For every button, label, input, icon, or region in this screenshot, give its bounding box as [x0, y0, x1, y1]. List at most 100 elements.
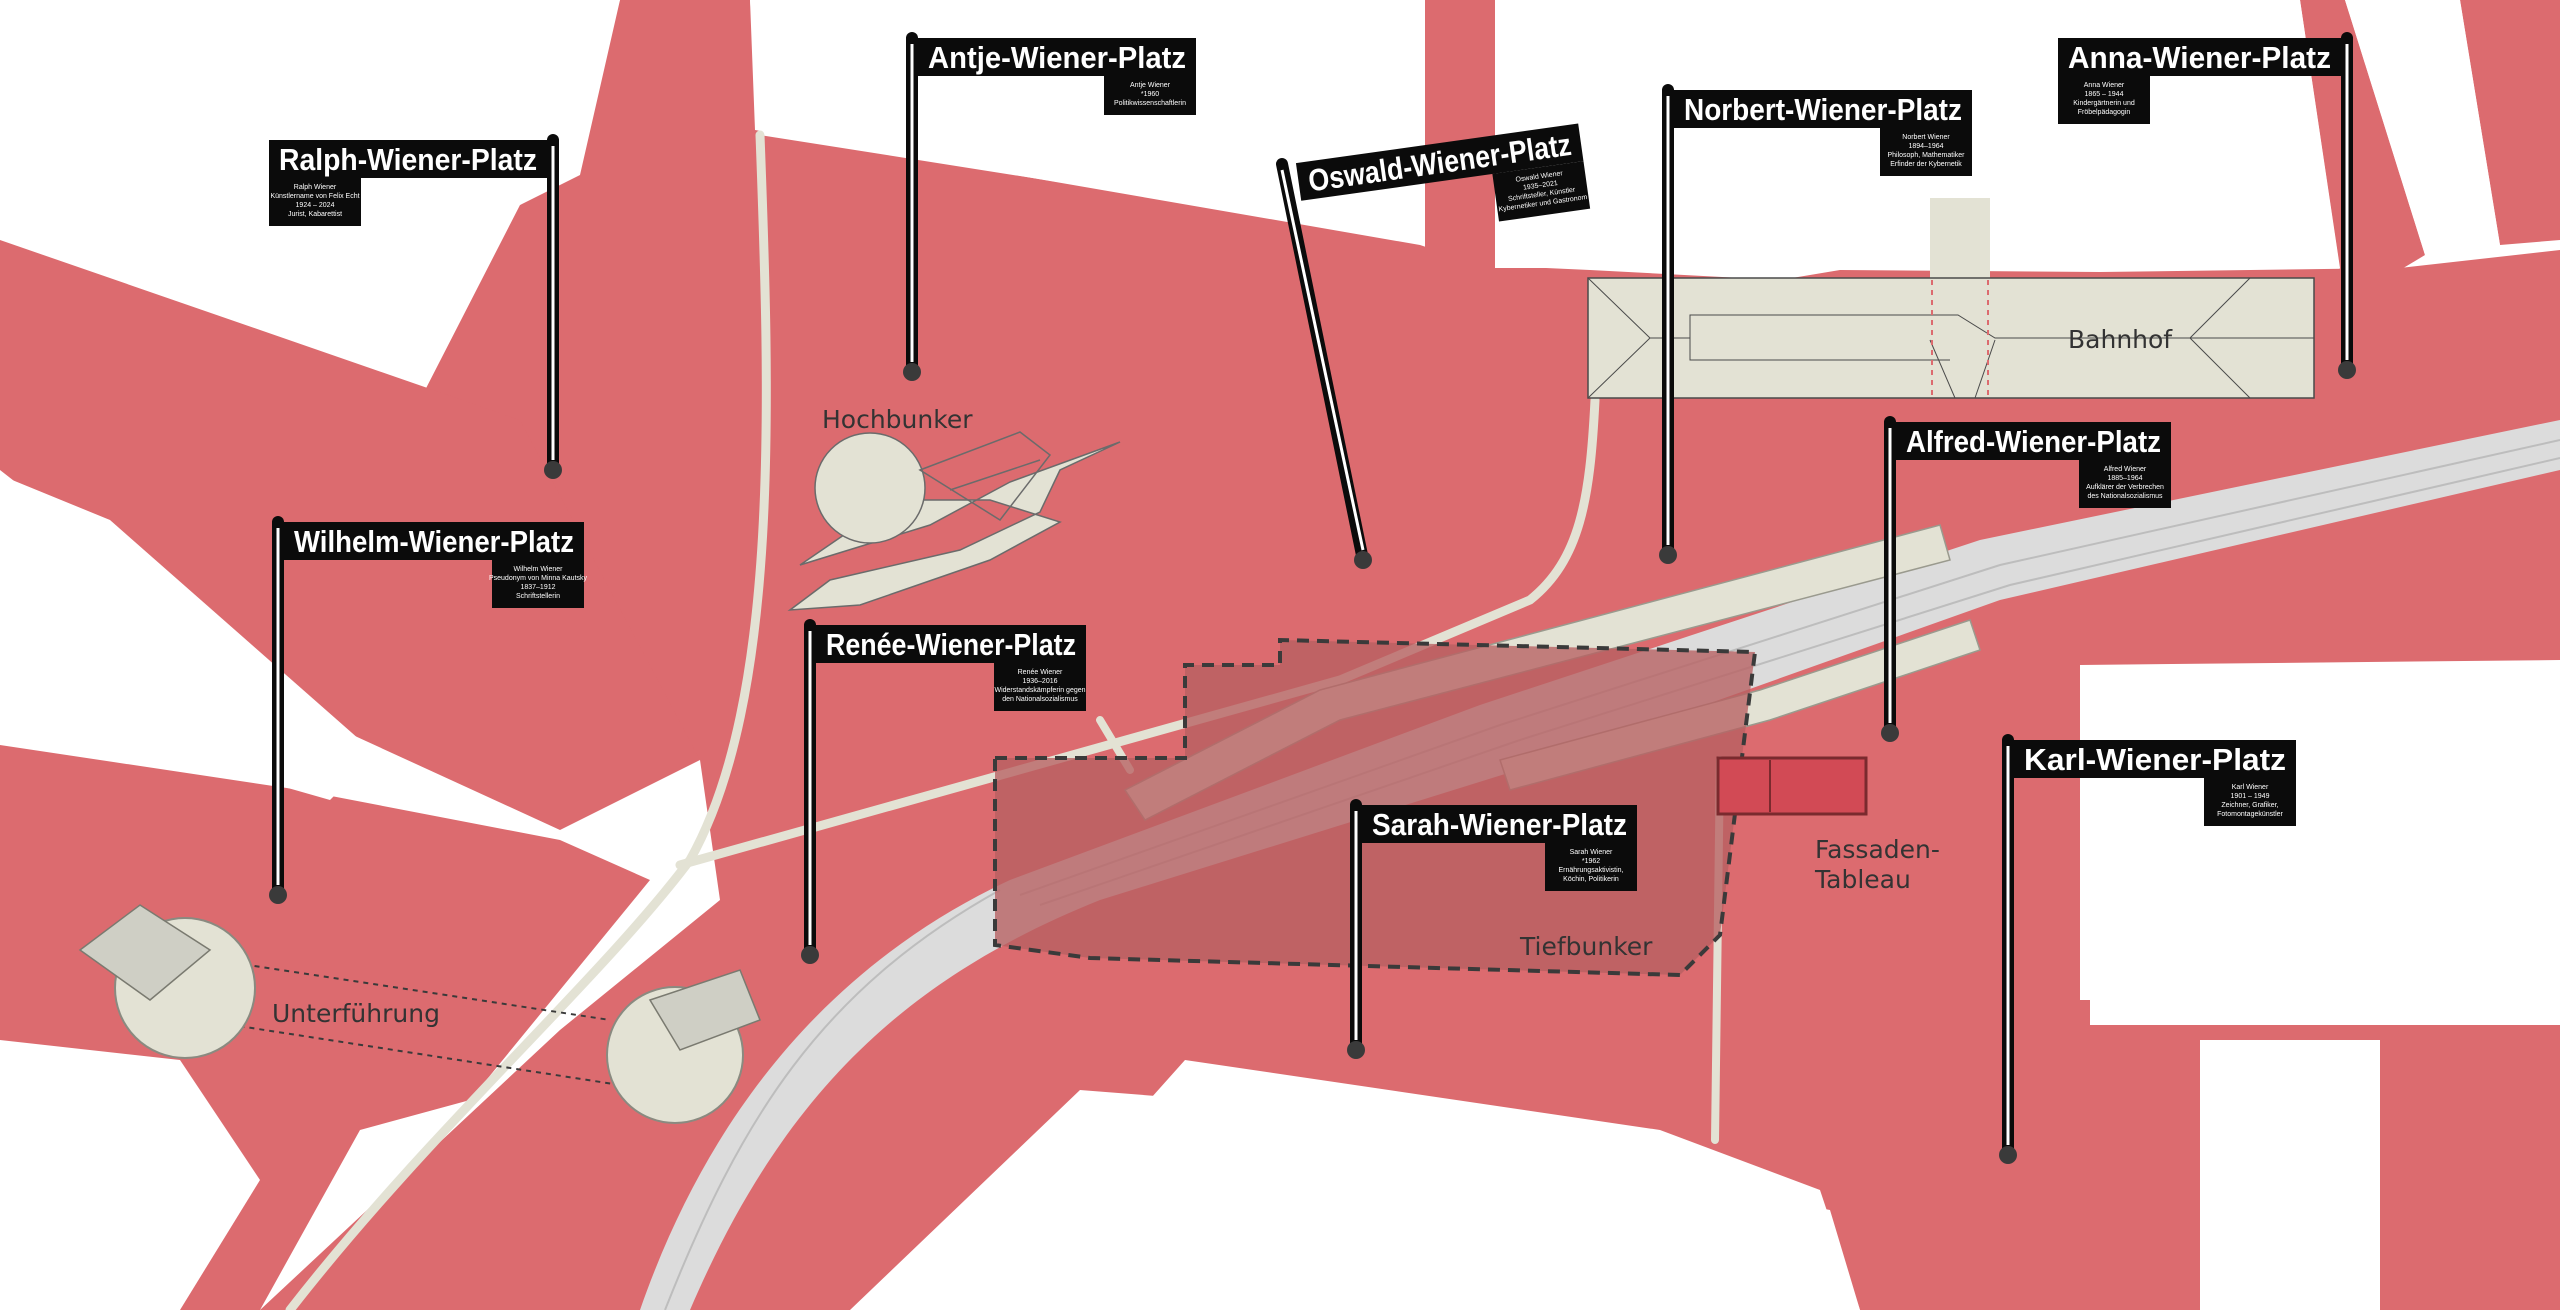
label-fassaden-line2: Tableau	[1814, 865, 1911, 894]
sign-desc-line-anna: Anna Wiener	[2084, 82, 2125, 89]
street-northeast-2	[2460, 0, 2560, 245]
sign-pole-base-alfred	[1881, 724, 1899, 742]
sign-pole-base-norbert	[1659, 546, 1677, 564]
underpass-line-2	[199, 1019, 621, 1086]
sign-board-bg-karl	[2014, 740, 2296, 778]
sign-pole-base-anna	[2338, 361, 2356, 379]
bahnhof-building	[1587, 198, 2315, 399]
sign-desc-line-wilhelm: Schriftstellerin	[516, 593, 560, 600]
sign-title-anna: Anna-Wiener-Platz	[2068, 40, 2331, 75]
sign-desc-line-wilhelm: 1837–1912	[520, 584, 555, 591]
sign-pole-base-oswald	[1354, 551, 1372, 569]
label-fassaden-line1: Fassaden-	[1815, 835, 1940, 864]
sign-desc-line-renee: 1936–2016	[1022, 678, 1057, 685]
sign-board-bg-norbert	[1674, 90, 1972, 128]
sign-desc-bg-sarah	[1545, 843, 1637, 891]
block-west	[0, 475, 360, 740]
sign-desc-line-sarah: Köchin, Politikerin	[1563, 876, 1619, 883]
fassaden-tableau	[1716, 756, 1868, 816]
track-band	[640, 420, 2560, 1310]
sign-desc-line-wilhelm: Pseudonym von Minna Kautsky	[489, 575, 588, 582]
stairs-east	[648, 969, 761, 1051]
sign-pole-base-antje	[903, 363, 921, 381]
sign-pole-base-karl	[1999, 1146, 2017, 1164]
sign-board-bg-alfred	[1896, 422, 2171, 460]
block-northwest	[0, 0, 620, 240]
sign-board-bg-oswald	[1295, 123, 1584, 201]
block-south-middle	[960, 1060, 1860, 1310]
sign-desc-bg-oswald	[1492, 161, 1591, 222]
path-diagonal	[675, 395, 1600, 870]
sign-desc-bg-norbert	[1880, 128, 1972, 176]
sign-desc-line-karl: 1901 – 1949	[2231, 793, 2270, 800]
block-far-ne	[2345, 0, 2500, 255]
sign-title-norbert: Norbert-Wiener-Platz	[1684, 92, 1962, 127]
sign-pole-base-sarah	[1347, 1041, 1365, 1059]
sign-pole-base-renee	[801, 946, 819, 964]
sign-desc-bg-anna	[2058, 76, 2150, 124]
sign-desc-line-sarah: Sarah Wiener	[1570, 849, 1613, 856]
street-north	[1425, 0, 1495, 270]
underpass-line-1	[214, 959, 611, 1021]
sign-desc-bg-karl	[2204, 778, 2296, 826]
sign-desc-line-karl: Karl Wiener	[2232, 784, 2269, 791]
sign-desc-line-karl: Zeichner, Grafiker,	[2221, 802, 2278, 809]
sign-title-antje: Antje-Wiener-Platz	[928, 40, 1186, 75]
sign-pole-base-ralph	[544, 461, 562, 479]
sign-desc-line-antje: Politikwissenschaftlerin	[1114, 100, 1186, 107]
sign-desc-line-alfred: Aufklärer der Verbrechen	[2086, 484, 2164, 491]
sign-desc-line-alfred: des Nationalsozialismus	[2087, 493, 2163, 500]
sign-desc-line-norbert: Norbert Wiener	[1902, 134, 1950, 141]
sign-desc-line-ralph: Ralph Wiener	[294, 184, 337, 191]
street-east-lower	[2080, 1000, 2560, 1310]
sign-board-bg-wilhelm	[284, 522, 584, 560]
sign-desc-line-ralph: 1924 – 2024	[296, 202, 335, 209]
sign-desc-line-oswald: 1935–2021	[1523, 180, 1559, 192]
sign-title-sarah: Sarah-Wiener-Platz	[1372, 807, 1627, 842]
hochbunker-building	[787, 431, 1121, 611]
sign-desc-bg-alfred	[2079, 460, 2171, 508]
sign-desc-bg-antje	[1104, 76, 1196, 115]
sign-desc-line-ralph: Künstlername von Felix Echt	[270, 193, 359, 200]
path-curve-west	[285, 130, 771, 1310]
hochbunker-lines	[918, 431, 1052, 521]
track-line-3	[664, 889, 1001, 1310]
sign-desc-line-renee: den Nationalsozialismus	[1002, 696, 1078, 703]
sign-desc-line-ralph: Jurist, Kabarettist	[288, 211, 342, 218]
sign-desc-line-norbert: 1894–1964	[1908, 143, 1943, 150]
sign-board-bg-ralph	[269, 140, 547, 178]
label-unterfuehrung: Unterführung	[272, 999, 440, 1028]
label-hochbunker: Hochbunker	[822, 405, 973, 434]
sign-desc-bg-ralph	[269, 178, 361, 226]
sign-desc-line-renee: Renée Wiener	[1018, 669, 1063, 676]
sign-desc-line-anna: Fröbelpädagogin	[2078, 109, 2131, 116]
sign-desc-line-anna: Kindergärtnerin und	[2073, 100, 2135, 107]
sign-desc-bg-wilhelm	[492, 560, 584, 608]
label-bahnhof: Bahnhof	[2068, 325, 2173, 354]
sign-desc-line-sarah: *1962	[1582, 858, 1600, 865]
sign-title-karl: Karl-Wiener-Platz	[2024, 742, 2286, 777]
sign-desc-line-norbert: Philosoph, Mathematiker	[1887, 152, 1965, 159]
hochbunker-wing	[787, 441, 1121, 611]
sign-desc-line-anna: 1865 – 1944	[2085, 91, 2124, 98]
sign-desc-line-karl: Fotomontagekünstler	[2217, 811, 2283, 818]
block-east	[2090, 668, 2560, 1025]
sign-title-wilhelm: Wilhelm-Wiener-Platz	[294, 524, 574, 559]
